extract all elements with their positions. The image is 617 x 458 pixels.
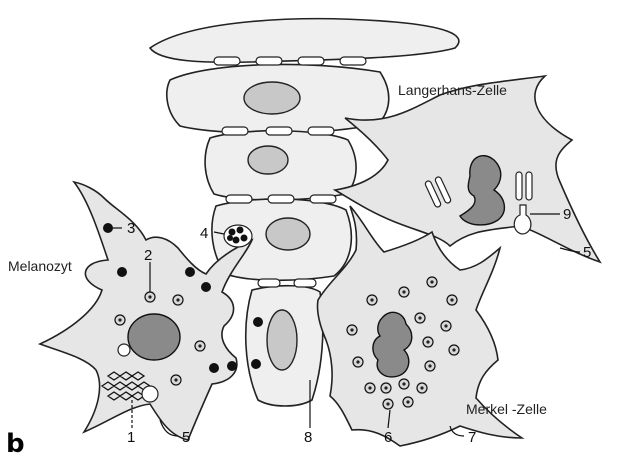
callout-8: 8 (304, 429, 312, 446)
keratinocyte-4-nucleus (266, 218, 310, 250)
callout-5-melanocyte: 5 (182, 429, 190, 446)
melanozyt-label: Melanozyt (8, 258, 72, 274)
callout-7: 7 (468, 429, 476, 446)
callout-2: 2 (144, 247, 152, 264)
langerhans-label: Langerhans-Zelle (398, 82, 507, 98)
callout-1: 1 (127, 429, 135, 446)
keratinocyte-2-nucleus (244, 82, 300, 114)
keratinocyte-top (150, 19, 459, 63)
melanosome-cluster (224, 225, 252, 247)
callout-3: 3 (127, 220, 135, 237)
keratinocyte-3-nucleus (248, 146, 288, 174)
melanocyte-nucleus (128, 314, 180, 360)
merkel-label: Merkel -Zelle (466, 401, 547, 417)
panel-letter: b (6, 429, 25, 458)
callout-4: 4 (200, 225, 208, 242)
callout-5-langerhans: 5 (583, 244, 591, 261)
callout-9: 9 (563, 206, 571, 223)
keratinocyte-5-nucleus (267, 310, 297, 370)
merkel-nucleus (373, 312, 412, 377)
callout-6: 6 (384, 429, 392, 446)
